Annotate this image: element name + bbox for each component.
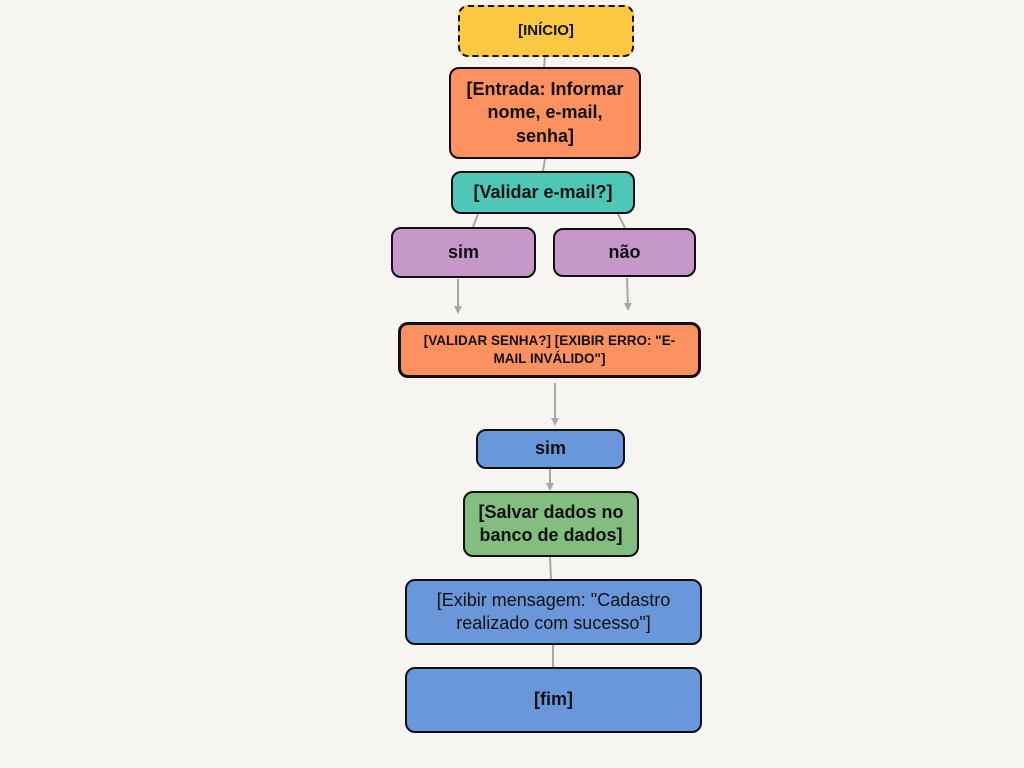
yes-branch-node: sim xyxy=(391,227,536,278)
yes-password-node: sim xyxy=(476,429,625,469)
connector-input-validate xyxy=(542,158,546,172)
start-node: [INÍCIO] xyxy=(458,5,634,57)
validate-email-node: [Validar e-mail?] xyxy=(451,171,635,214)
success-message-label: [Exibir mensagem: "Cadastro realizado co… xyxy=(436,589,671,633)
end-node: [fim] xyxy=(405,667,702,733)
save-data-node: [Salvar dados no banco de dados] xyxy=(463,491,639,557)
yes-password-label: sim xyxy=(534,438,567,459)
success-message-node: [Exibir mensagem: "Cadastro realizado co… xyxy=(405,579,702,645)
connector-save-message xyxy=(549,556,552,580)
yes-branch-label: sim xyxy=(447,241,480,262)
input-node: [Entrada: Informar nome, e-mail, senha] xyxy=(449,67,641,159)
validate-password-node: [VALIDAR SENHA?] [EXIBIR ERRO: "E-MAIL I… xyxy=(398,322,701,378)
start-node-label: [INÍCIO] xyxy=(518,22,574,40)
connector-validate-no xyxy=(617,213,626,229)
arrow-no-down xyxy=(623,277,632,311)
end-node-label: [fim] xyxy=(534,689,573,710)
no-branch-label: não xyxy=(608,241,641,262)
input-node-label: [Entrada: Informar nome, e-mail, senha] xyxy=(466,78,624,146)
validate-password-label: [VALIDAR SENHA?] [EXIBIR ERRO: "E-MAIL I… xyxy=(423,333,676,366)
no-branch-node: não xyxy=(553,228,696,277)
connector-start-input xyxy=(543,56,546,68)
save-data-label: [Salvar dados no banco de dados] xyxy=(478,501,624,545)
connector-validate-yes xyxy=(472,213,479,228)
validate-email-label: [Validar e-mail?] xyxy=(473,181,613,202)
